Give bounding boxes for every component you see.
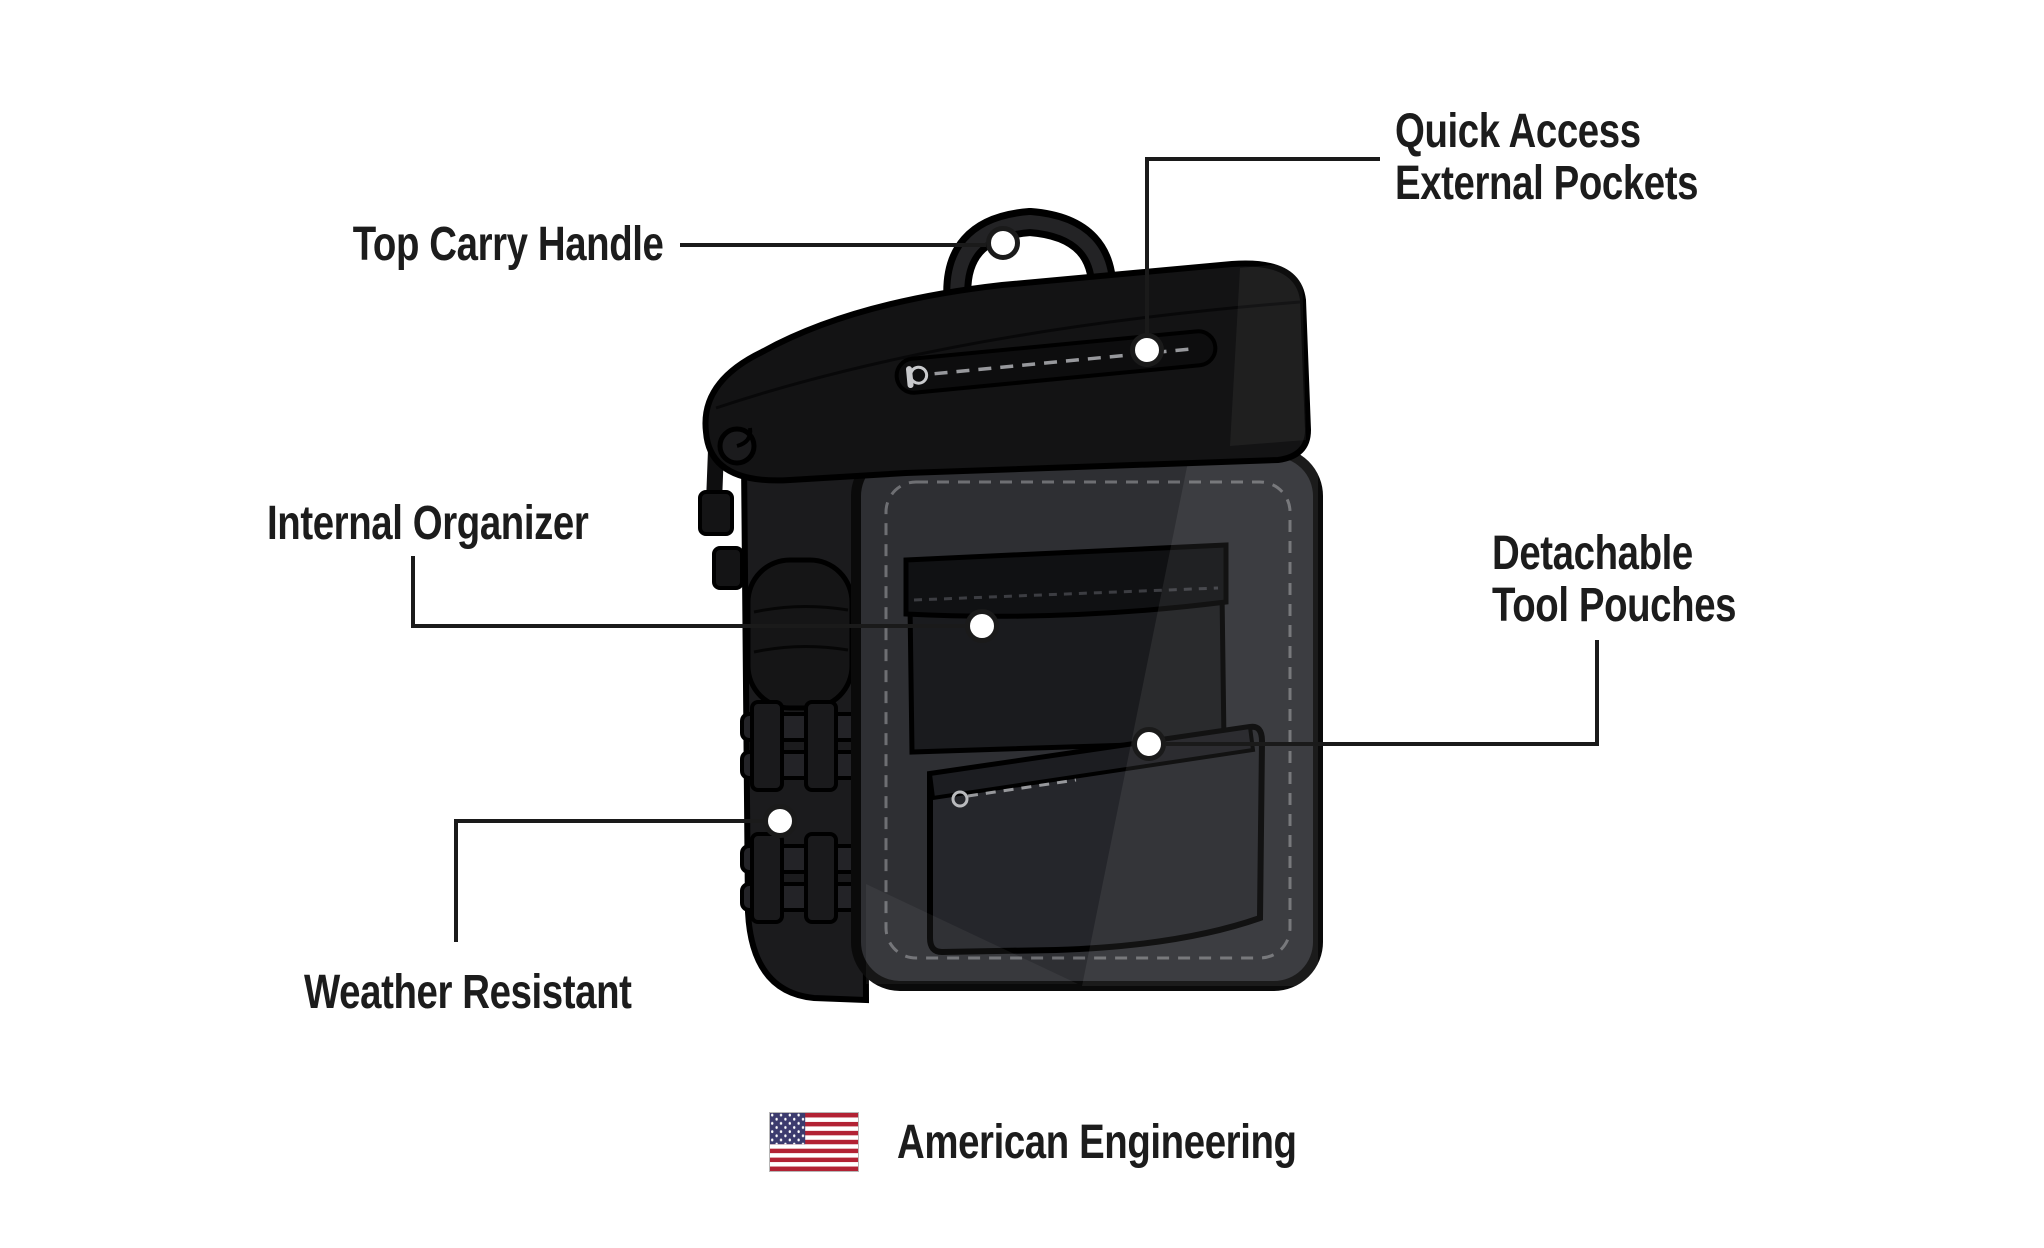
callout-line-weather-resistant	[454, 819, 763, 942]
side-pocket	[745, 557, 855, 711]
backpack-drawing	[698, 207, 1323, 1004]
flag-stripes	[770, 1113, 858, 1171]
callout-dot-weather-resistant	[763, 804, 797, 838]
callout-dot-internal-organizer	[965, 609, 999, 643]
label-quick-access-external-pockets: Quick Access External Pockets	[1395, 105, 1699, 210]
footer: American Engineering	[769, 1112, 1396, 1172]
front-panel-seam	[884, 480, 1292, 960]
label-top-carry-handle: Top Carry Handle	[353, 218, 664, 271]
callout-line-quick-access	[1145, 157, 1380, 333]
callout-lines	[411, 157, 1599, 942]
callout-markers	[763, 226, 1166, 838]
callout-line-internal-organizer	[411, 556, 965, 628]
label-detachable-tool-pouches: Detachable Tool Pouches	[1492, 527, 1737, 632]
callout-dot-top-carry-handle	[986, 226, 1020, 260]
label-internal-organizer: Internal Organizer	[267, 497, 589, 550]
us-flag-icon	[769, 1112, 859, 1172]
label-weather-resistant: Weather Resistant	[304, 966, 632, 1019]
footer-tagline: American Engineering	[897, 1115, 1297, 1169]
panel-sheen	[866, 446, 1318, 986]
callout-dot-detachable-tool-pouches	[1132, 727, 1166, 761]
callout-dot-quick-access	[1130, 333, 1164, 367]
carry-handle	[943, 207, 1117, 319]
callout-line-detachable-tool-pouches	[1166, 640, 1599, 746]
